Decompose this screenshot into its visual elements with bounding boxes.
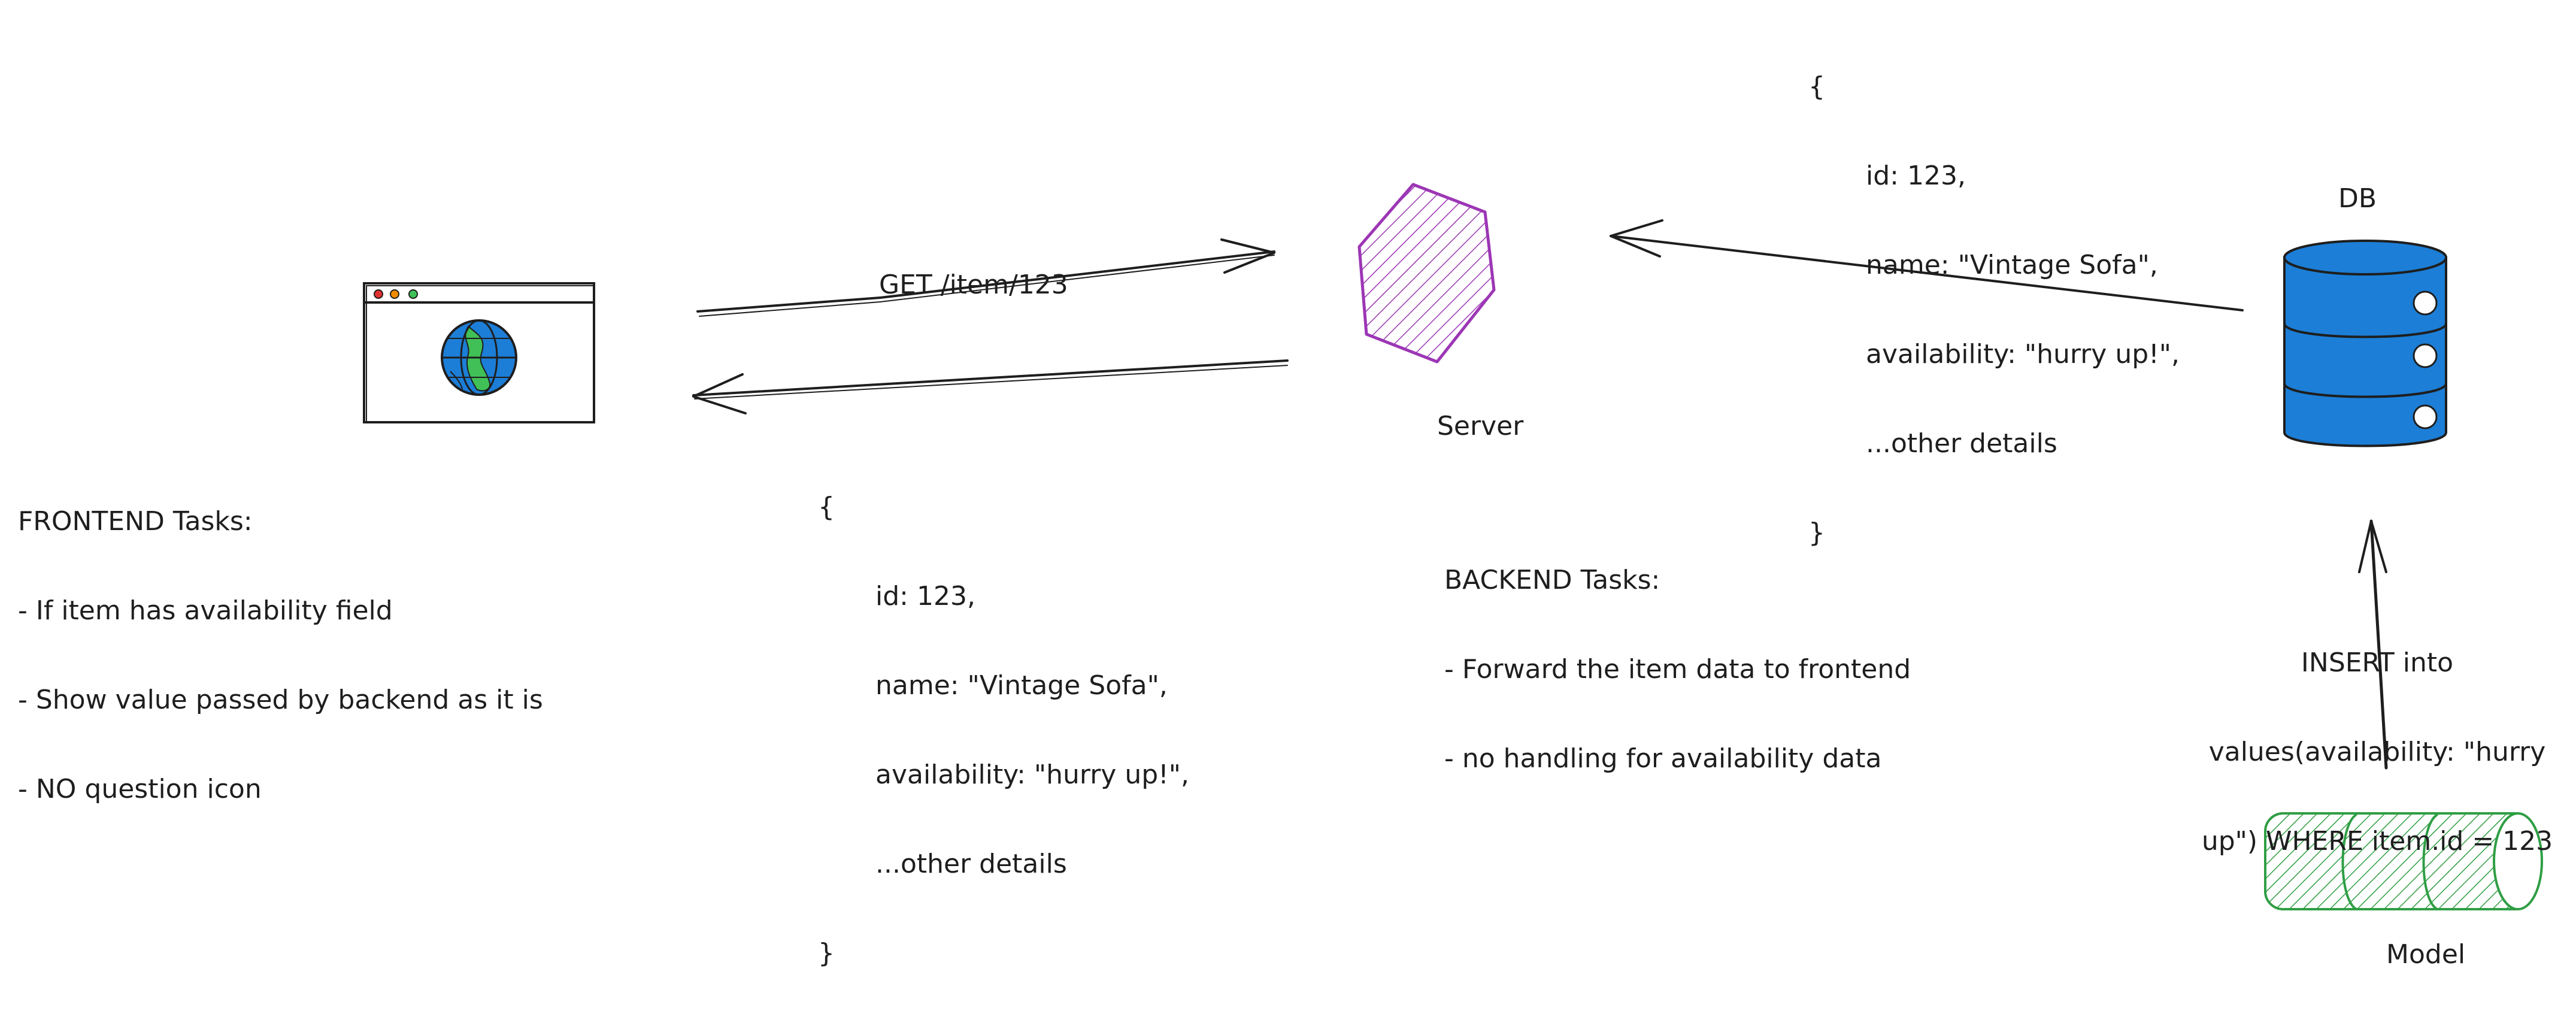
globe-icon: [441, 319, 517, 396]
note-line: - no handling for availability data: [1444, 743, 1882, 774]
payload-line: {: [1808, 71, 1825, 102]
payload-line: name: "Vintage Sofa",: [875, 670, 1168, 701]
payload-line: ...other details: [875, 849, 1067, 879]
server-to-frontend-payload: { id: 123, name: "Vintage Sofa", availab…: [818, 436, 1189, 1024]
browser-window-icon: [363, 282, 595, 423]
payload-line: }: [818, 938, 835, 969]
query-line: INSERT into: [2301, 647, 2454, 678]
db-to-server-payload: { id: 123, name: "Vintage Sofa", availab…: [1808, 16, 2180, 604]
window-close-dot: [374, 289, 383, 299]
db-indicator-dot: [2413, 343, 2438, 368]
db-to-server-arrow: [1610, 219, 2244, 311]
payload-line: availability: "hurry up!",: [875, 759, 1190, 790]
db-node: [2283, 240, 2447, 447]
query-line: values(availability: "hurry: [2208, 737, 2546, 767]
payload-line: {: [818, 492, 835, 522]
note-line: FRONTEND Tasks:: [18, 506, 253, 537]
response-arrow: [692, 359, 1289, 414]
payload-line: id: 123,: [875, 581, 975, 612]
note-line: - Forward the item data to frontend: [1444, 654, 1911, 685]
note-line: - Show value passed by backend as it is: [18, 685, 543, 715]
server-node: [1357, 183, 1496, 364]
payload-line: availability: "hurry up!",: [1866, 339, 2180, 370]
payload-line: id: 123,: [1866, 161, 1966, 191]
payload-line: ...other details: [1866, 428, 2057, 459]
frontend-tasks-note: FRONTEND Tasks: - If item has availabili…: [18, 450, 543, 860]
window-minimize-dot: [390, 289, 399, 299]
note-line: BACKEND Tasks:: [1444, 565, 1660, 595]
note-line: - If item has availability field: [18, 595, 393, 626]
diagram-graphics: [363, 183, 2543, 910]
db-label: DB: [2338, 183, 2377, 214]
query-line: up") WHERE item.id = 123: [2201, 826, 2553, 856]
db-indicator-dot: [2413, 290, 2438, 316]
diagram-canvas: GET /item/123 Server DB Model { id: 123,…: [18, 16, 2569, 970]
model-node: [2264, 812, 2543, 910]
model-label: Model: [2386, 939, 2466, 970]
backend-tasks-note: BACKEND Tasks: - Forward the item data t…: [1444, 509, 1911, 830]
request-label: GET /item/123: [879, 270, 1068, 300]
note-line: - NO question icon: [18, 774, 262, 804]
payload-line: }: [1808, 517, 1825, 548]
payload-line: name: "Vintage Sofa",: [1866, 250, 2158, 280]
insert-query-label: INSERT into values(availability: "hurry …: [2186, 592, 2569, 912]
model-to-db-arrow: [2358, 519, 2388, 770]
db-indicator-dot: [2413, 404, 2438, 429]
request-arrow: [696, 238, 1275, 317]
server-label: Server: [1437, 411, 1524, 441]
window-maximize-dot: [408, 289, 418, 299]
